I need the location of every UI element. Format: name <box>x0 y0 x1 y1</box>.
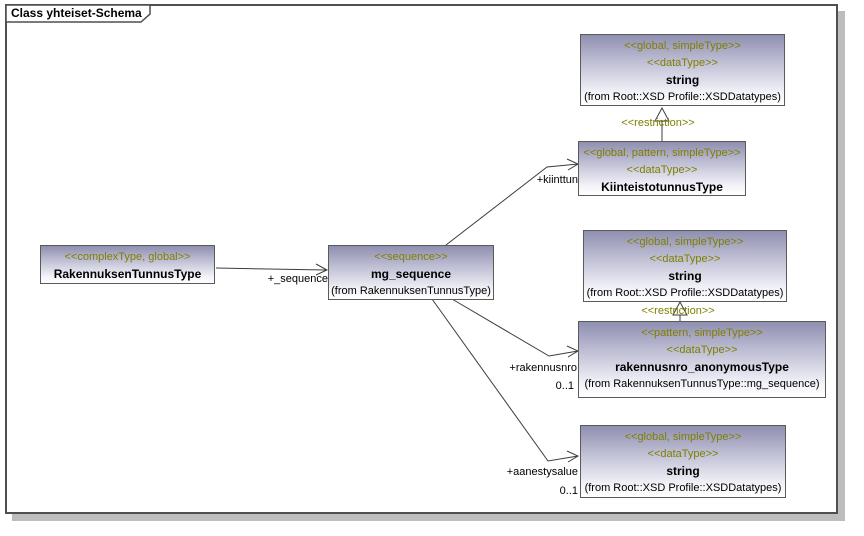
class-from-label: (from Root::XSD Profile::XSDDatatypes) <box>586 287 784 299</box>
edge-label-restriction-top: <<restriction>> <box>621 117 695 129</box>
class-name: string <box>665 73 700 87</box>
frame-title-tab <box>5 4 151 23</box>
class-name: RakennuksenTunnusType <box>53 267 202 281</box>
edge-kiinttun-line <box>445 158 580 246</box>
class-name: KiinteistotunnusType <box>601 180 723 194</box>
class-from-label: (from RakennuksenTunnusType::mg_sequence… <box>584 378 820 390</box>
open-arrowhead-icon <box>566 450 580 463</box>
class-from-label: (from Root::XSD Profile::XSDDatatypes) <box>584 91 781 103</box>
stereotype-label: <<global, pattern, simpleType>> <box>583 147 741 159</box>
edge-multiplicity-aanestysalue: 0..1 <box>559 485 578 497</box>
stereotype-label: <<dataType>> <box>647 57 718 69</box>
class-node-string-bottom[interactable]: <<global, simpleType>> <<dataType>> stri… <box>580 425 786 498</box>
edge-label-restriction-mid: <<restriction>> <box>641 305 715 317</box>
diagram-frame <box>5 4 838 514</box>
open-arrowhead-icon <box>315 263 329 276</box>
stereotype-label: <<dataType>> <box>626 164 698 176</box>
edge-sequence-line <box>215 263 329 276</box>
edge-rakennusnro-line <box>451 298 580 358</box>
class-name: rakennusnro_anonymousType <box>615 360 789 374</box>
edge-label-kiinttun: +kiinttun <box>536 174 578 186</box>
edge-aanestysalue-line <box>431 298 580 463</box>
stereotype-label: <<dataType>> <box>647 448 719 460</box>
stereotype-label: <<complexType, global>> <box>64 251 191 263</box>
edge-label-aanestysalue: +aanestysalue <box>506 466 578 478</box>
class-node-string-mid[interactable]: <<global, simpleType>> <<dataType>> stri… <box>583 230 787 302</box>
stereotype-label: <<dataType>> <box>649 253 721 265</box>
class-node-mg-sequence[interactable]: <<sequence>> mg_sequence (from Rakennuks… <box>328 245 494 300</box>
generalization-triangle-icon <box>672 300 688 316</box>
generalization-triangle-icon <box>654 106 670 122</box>
stereotype-label: <<pattern, simpleType>> <box>641 327 763 339</box>
edge-label-rakennusnro: +rakennusnro <box>509 362 577 374</box>
class-node-rakennuksentunnustype[interactable]: <<complexType, global>> RakennuksenTunnu… <box>40 245 215 284</box>
edge-label-sequence: +_sequence <box>267 273 328 285</box>
edge-restriction-top-line <box>654 106 670 141</box>
class-node-kiinteistotunnustype[interactable]: <<global, pattern, simpleType>> <<dataTy… <box>578 141 746 196</box>
class-from-label: (from Root::XSD Profile::XSDDatatypes) <box>584 482 782 494</box>
stereotype-label: <<global, simpleType>> <box>626 236 744 248</box>
stereotype-label: <<global, simpleType>> <box>624 40 741 52</box>
stereotype-label: <<global, simpleType>> <box>624 431 742 443</box>
class-name: mg_sequence <box>370 267 452 281</box>
edge-restriction-mid-line <box>672 300 688 321</box>
class-name: string <box>666 464 700 478</box>
edge-multiplicity-rakennusnro: 0..1 <box>555 380 574 392</box>
class-from-label: (from RakennuksenTunnusType) <box>331 285 491 297</box>
diagram-title: Class yhteiset-Schema <box>11 6 142 20</box>
class-node-string-top[interactable]: <<global, simpleType>> <<dataType>> stri… <box>580 34 785 106</box>
stereotype-label: <<sequence>> <box>374 251 448 263</box>
stereotype-label: <<dataType>> <box>666 344 738 356</box>
class-name: string <box>668 269 702 283</box>
class-node-rakennusnro-anonymoustype[interactable]: <<pattern, simpleType>> <<dataType>> rak… <box>578 321 826 398</box>
